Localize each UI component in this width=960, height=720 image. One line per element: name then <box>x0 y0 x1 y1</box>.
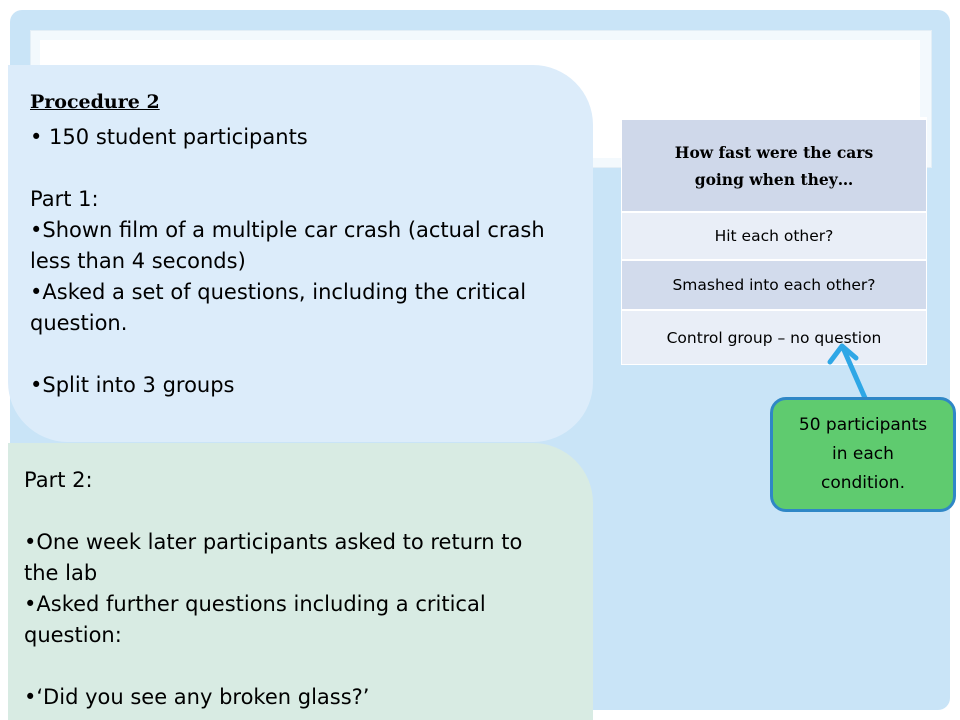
part2-bullet2-line1: •Asked further questions including a cri… <box>24 592 486 616</box>
table-header-line2: going when they… <box>694 169 854 189</box>
table-cell-control: Control group – no question <box>622 309 926 364</box>
table-header-row: How fast were the cars going when they… <box>622 118 926 212</box>
part2-bullet2-line2: question: <box>24 623 122 647</box>
table-row: Hit each other? <box>622 211 926 260</box>
part2-text: Part 2: •One week later participants ask… <box>24 465 522 713</box>
procedure-heading: Procedure 2 <box>30 91 160 113</box>
participants-callout: 50 participants in each condition. <box>770 397 956 512</box>
part2-bullet3: •‘Did you see any broken glass?’ <box>24 685 370 709</box>
table-cell-hit: Hit each other? <box>622 211 926 260</box>
arrow-icon <box>827 343 868 401</box>
procedure-panel <box>8 65 593 442</box>
table-header-line1: How fast were the cars <box>674 142 874 162</box>
part2-bullet1-line1: •One week later participants asked to re… <box>24 530 523 554</box>
table-header-cell: How fast were the cars going when they… <box>622 118 926 212</box>
part2-panel <box>8 443 593 720</box>
callout-line1: 50 participants <box>798 415 928 435</box>
procedure-text: • 150 student participants Part 1: •Show… <box>30 122 545 401</box>
part1-bullet1-line1: •Shown film of a multiple car crash (act… <box>30 218 545 242</box>
part2-bullet1-line2: the lab <box>24 561 98 585</box>
table-row: Control group – no question <box>622 309 926 364</box>
table-cell-smashed: Smashed into each other? <box>622 259 926 310</box>
conditions-table: How fast were the cars going when they… … <box>622 118 926 364</box>
participants-line: • 150 student participants <box>30 125 308 149</box>
part1-bullet3: •Split into 3 groups <box>30 373 235 397</box>
part2-title: Part 2: <box>24 468 93 492</box>
part1-bullet2-line2: question. <box>30 311 128 335</box>
table-row: Smashed into each other? <box>622 259 926 310</box>
callout-line2: in each <box>832 444 894 464</box>
part1-title: Part 1: <box>30 187 99 211</box>
part1-bullet2-line1: •Asked a set of questions, including the… <box>30 280 527 304</box>
part1-bullet1-line2: less than 4 seconds) <box>30 249 246 273</box>
callout-line3: condition. <box>820 473 905 493</box>
